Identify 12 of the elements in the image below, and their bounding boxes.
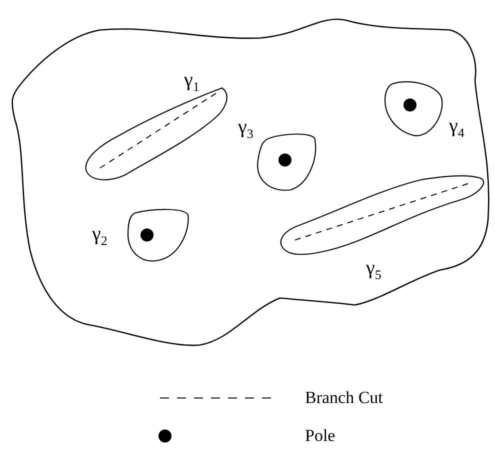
legend-label: Branch Cut [305, 389, 383, 406]
contour-label: γ$_{4}$ [449, 116, 464, 139]
contour-loop [384, 81, 443, 136]
contour-label: γ$_{5}$ [366, 258, 382, 281]
contour-loop [127, 208, 189, 262]
contour-loop [257, 134, 316, 191]
contour-label: γ$_{2}$ [92, 224, 108, 247]
legend-label: Pole [305, 427, 336, 444]
contour-label: γ$_{1}$ [184, 70, 200, 93]
region-outline [12, 18, 490, 346]
contour-label: γ$_{3}$ [238, 117, 254, 140]
contour-loop [280, 175, 484, 255]
